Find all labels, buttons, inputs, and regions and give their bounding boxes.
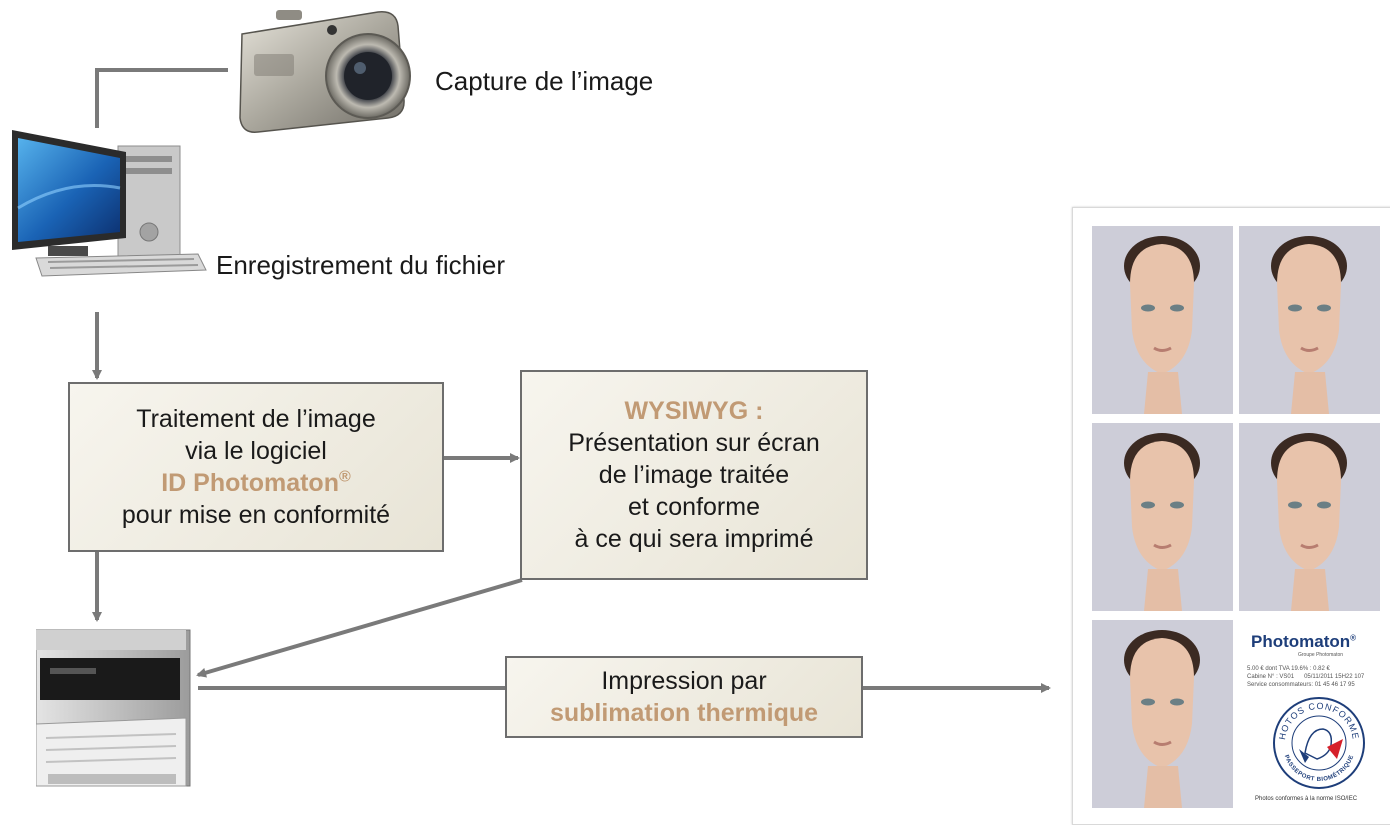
- printer-icon: [36, 629, 191, 787]
- save-label: Enregistrement du fichier: [216, 250, 506, 280]
- sheet-info-3: Service consommateurs: 01 45 46 17 95: [1247, 682, 1355, 688]
- print-line2: sublimation thermique: [549, 699, 819, 727]
- wysiwyg-line4: à ce qui sera imprimé: [574, 525, 814, 553]
- photo-sheet: Photomaton® Groupe Photomaton 5.00 € don…: [1072, 207, 1390, 825]
- connector-camera-computer: [95, 68, 228, 128]
- portrait-3: [1092, 423, 1233, 611]
- processing-box: Traitement de l’image via le logiciel ID…: [68, 382, 444, 552]
- processing-line2: via le logiciel: [185, 437, 327, 465]
- arrow-wysiwyg-printer: [196, 578, 523, 678]
- computer-icon: [12, 130, 207, 277]
- capture-label: Capture de l’image: [435, 66, 654, 96]
- processing-line1: Traitement de l’image: [136, 405, 376, 433]
- processing-line4: pour mise en conformité: [121, 501, 391, 529]
- processing-software: ID Photomaton®: [161, 468, 351, 497]
- print-line1: Impression par: [601, 666, 767, 695]
- camera-icon: [239, 10, 411, 133]
- portrait-1: [1092, 226, 1233, 414]
- portrait-4: [1239, 423, 1380, 611]
- wysiwyg-line1: Présentation sur écran: [568, 429, 820, 457]
- portrait-icon: [1239, 226, 1380, 414]
- wysiwyg-title: WYSIWYG :: [624, 397, 764, 425]
- print-box: Impression par sublimation thermique: [505, 656, 863, 738]
- seal-icon: PHOTOS CONFORMES PASSEPORT BIOMÉTRIQUE: [1271, 695, 1365, 789]
- portrait-icon: [1239, 423, 1380, 611]
- wysiwyg-line2: de l’image traitée: [598, 461, 790, 489]
- portrait-5: [1092, 620, 1233, 808]
- registered-mark: ®: [338, 468, 351, 486]
- sheet-brand: Photomaton®: [1251, 632, 1357, 651]
- sheet-info-1: 5.00 € dont TVA 19.6% : 0.82 €: [1247, 666, 1330, 672]
- wysiwyg-box: WYSIWYG : Présentation sur écran de l’im…: [520, 370, 868, 580]
- wysiwyg-line3: et conforme: [627, 493, 760, 521]
- portrait-icon: [1092, 620, 1233, 808]
- sheet-footer: Photos conformes à la norme ISO/IEC: [1255, 796, 1358, 802]
- portrait-2: [1239, 226, 1380, 414]
- portrait-icon: [1092, 423, 1233, 611]
- sheet-brand-sub: Groupe Photomaton: [1298, 652, 1344, 658]
- sheet-info-2: Cabine N° : VS01 05/11/2011 15H22 107: [1247, 674, 1365, 680]
- portrait-icon: [1092, 226, 1233, 414]
